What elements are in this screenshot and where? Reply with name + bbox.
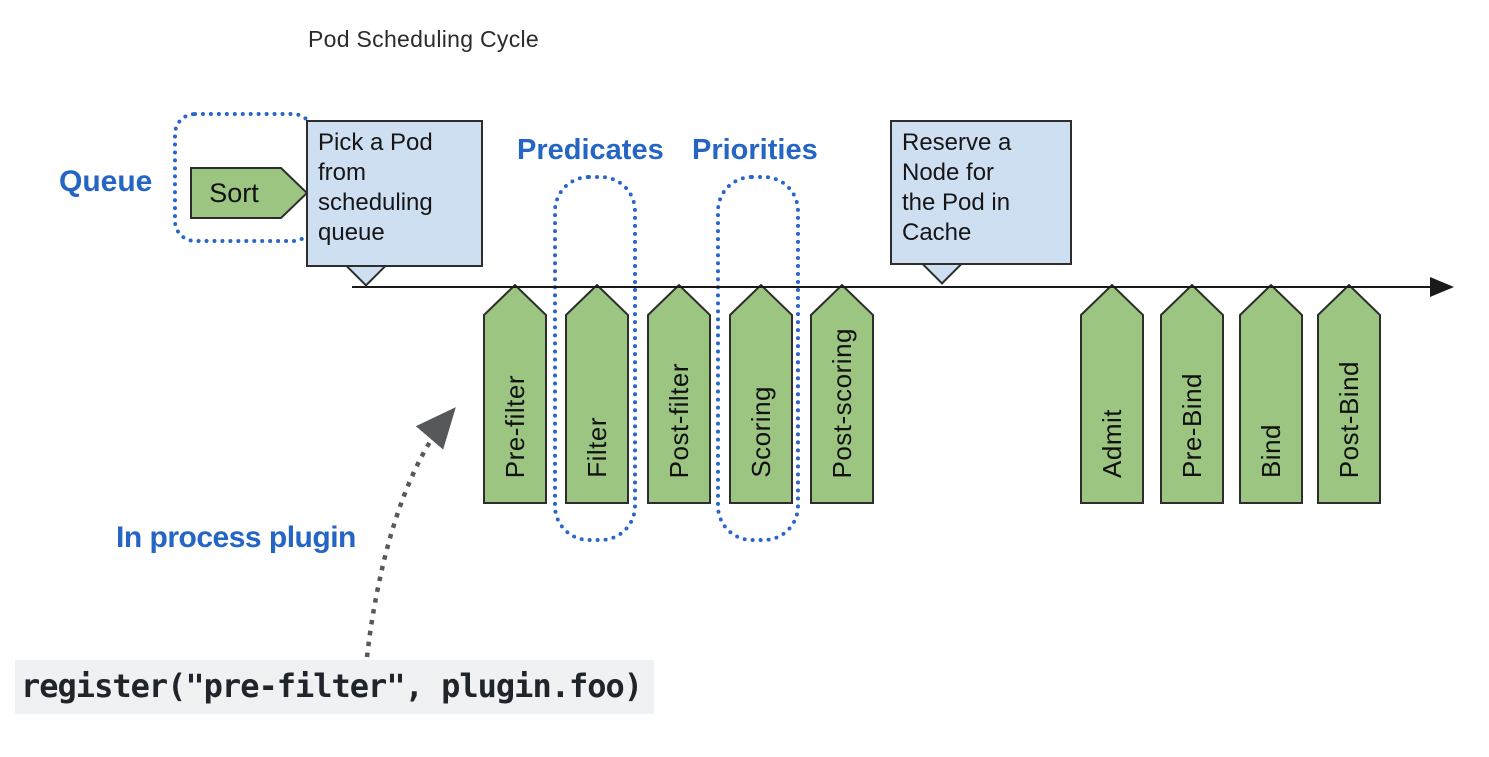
stage-post-filter: Post-filter: [647, 284, 711, 504]
callout-line: Cache: [902, 219, 972, 246]
stage-label: Bind: [1255, 423, 1286, 478]
stage-scoring: Scoring: [729, 284, 793, 504]
queue-label: Queue: [59, 165, 153, 198]
callout-line: Reserve a: [902, 129, 1012, 156]
stage-admit: Admit: [1080, 284, 1144, 504]
callout-line: the Pod in: [902, 189, 1011, 216]
priorities-label: Priorities: [692, 134, 818, 166]
callout-line: queue: [318, 219, 385, 246]
in-process-plugin-label: In process plugin: [116, 521, 356, 554]
stage-label: Admit: [1096, 409, 1127, 478]
stage-label: Pre-filter: [499, 374, 530, 478]
predicates-label: Predicates: [517, 134, 664, 166]
predicates-group-outline: [553, 175, 637, 542]
stage-sort: Sort: [190, 167, 308, 219]
stage-bind: Bind: [1239, 284, 1303, 504]
register-code-snippet: register("pre-filter", plugin.foo): [15, 660, 655, 714]
callout-line: Node for: [902, 159, 995, 186]
stage-post-scoring: Post-scoring: [810, 284, 874, 504]
stage-post-bind: Post-Bind: [1317, 284, 1381, 504]
callout-line: from: [318, 159, 366, 186]
stage-label: Sort: [209, 177, 259, 208]
callout-line: scheduling: [318, 189, 433, 216]
callout-line: Pick a Pod: [318, 129, 433, 156]
stage-pre-filter: Pre-filter: [483, 284, 547, 504]
stage-label: Post-scoring: [826, 327, 857, 479]
stage-filter: Filter: [565, 284, 629, 504]
priorities-group-outline: [716, 175, 800, 542]
plugin-registration-arrow: [364, 407, 456, 658]
sort-chevron-shape: [190, 167, 308, 219]
pick-pod-callout: Pick a Pod from scheduling queue: [306, 120, 483, 267]
stage-label: Post-Bind: [1333, 360, 1364, 478]
queue-group-outline: [173, 112, 315, 243]
stage-label: Post-filter: [663, 362, 694, 478]
stage-label: Pre-Bind: [1176, 372, 1207, 478]
stage-pre-bind: Pre-Bind: [1160, 284, 1224, 504]
reserve-node-callout: Reserve a Node for the Pod in Cache: [890, 120, 1072, 265]
diagram-title: Pod Scheduling Cycle: [308, 26, 540, 52]
